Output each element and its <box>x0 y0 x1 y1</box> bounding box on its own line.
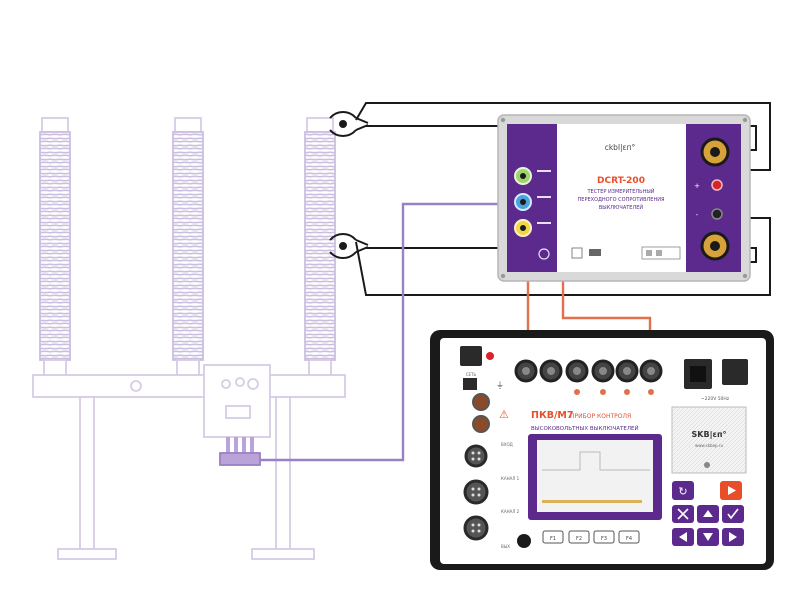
side-label-power: СЕТЬ <box>466 372 477 377</box>
key-ok[interactable] <box>722 505 744 523</box>
fuse-holder-2[interactable] <box>472 415 490 433</box>
connector-input[interactable] <box>464 444 488 468</box>
circuit-breaker <box>32 117 346 560</box>
insulator-column-3 <box>304 117 336 377</box>
dcrt-desc-line-3: ВЫКЛЮЧАТЕЛЕЙ <box>599 204 644 211</box>
dcrt-device: ckbl|ɛп° DCRT-200 ТЕСТЕР ИЗМЕРИТЕЛЬНЫЙ П… <box>497 114 751 282</box>
drive-cabinet <box>203 364 271 438</box>
top-connectors-row <box>514 359 663 395</box>
softkey-4-label: F4 <box>626 536 632 542</box>
dcrt-desc-line-2: ПЕРЕХОДНОГО СОПРОТИВЛЕНИЯ <box>578 197 665 203</box>
close-icon <box>677 508 689 520</box>
dcrt-model: DCRT-200 <box>597 176 645 186</box>
dcrt-brand: ckbl|ɛп° <box>605 143 636 152</box>
power-switch[interactable] <box>460 346 482 366</box>
side-label-channel-1: КАНАЛ 1 <box>501 476 520 481</box>
play-icon <box>728 486 736 495</box>
device-model: ПКВ/М7 <box>531 410 574 421</box>
softkey-1-label: F1 <box>550 536 556 542</box>
keypad: ↻ <box>672 481 744 546</box>
encoder-knob[interactable] <box>517 534 531 548</box>
softkey-2-label: F2 <box>576 536 582 542</box>
brand-plate <box>671 406 747 474</box>
screen-trace <box>542 451 650 471</box>
port-label-plus: + <box>694 182 700 190</box>
side-label-output: ВЫХ <box>501 544 510 549</box>
crossbeam <box>32 374 346 398</box>
pkv-m7-device: СЕТЬ ⏚ ВХОД КАНАЛ 1 КАНАЛ 2 ВЫХ <box>430 330 774 570</box>
check-icon <box>727 508 739 520</box>
device-subtitle: ПРИБОР КОНТРОЛЯ <box>570 413 631 420</box>
arrow-left-icon <box>679 532 687 542</box>
support-leg-right <box>275 396 291 550</box>
insulator-column-2 <box>172 117 204 377</box>
purple-control-cable <box>260 202 512 462</box>
arrow-right-icon <box>729 532 737 542</box>
dcrt-desc-line-1: ТЕСТЕР ИЗМЕРИТЕЛЬНЫЙ <box>586 188 654 195</box>
key-refresh[interactable] <box>672 481 694 500</box>
mains-switch[interactable] <box>722 359 748 385</box>
arrow-down-icon <box>703 533 713 541</box>
device-description: ВЫСОКОВОЛЬТНЫХ ВЫКЛЮЧАТЕЛЕЙ <box>531 425 639 432</box>
terminal-red[interactable] <box>711 179 723 191</box>
refresh-icon: ↻ <box>678 485 687 498</box>
brand-logo: SKB|ɛп° <box>692 430 727 439</box>
side-label-channel-2: КАНАЛ 2 <box>501 509 520 514</box>
insulator-column-1 <box>39 117 71 377</box>
softkey-3[interactable] <box>593 530 615 544</box>
indicator-icon <box>641 246 681 260</box>
connector-channel-1[interactable] <box>463 479 489 505</box>
fuse-holder-1[interactable] <box>472 393 490 411</box>
power-indicator <box>486 352 494 360</box>
usb-port-icon <box>571 247 583 259</box>
arrow-up-icon <box>703 510 713 517</box>
drive-connector <box>219 452 261 466</box>
softkey-1[interactable] <box>542 530 564 544</box>
ground-icon <box>538 248 550 260</box>
port-label-minus: - <box>696 211 699 219</box>
softkey-3-label: F3 <box>601 536 607 542</box>
side-label-input: ВХОД <box>501 442 513 447</box>
current-clamp-bottom <box>329 233 369 259</box>
power-label: ~220V 50Hz <box>701 396 730 402</box>
current-clamp-top <box>329 111 369 137</box>
terminal-black[interactable] <box>711 208 723 220</box>
ground-symbol-icon: ⏚ <box>496 381 504 390</box>
softkey-4[interactable] <box>618 530 640 544</box>
softkey-2[interactable] <box>568 530 590 544</box>
support-leg-left <box>79 396 95 550</box>
connector-channel-2[interactable] <box>463 515 489 541</box>
brand-web: www.skbep.ru <box>695 443 724 448</box>
softkeys: F1 F2 F3 F4 <box>542 530 640 544</box>
warning-icon: ⚠ <box>499 408 509 421</box>
